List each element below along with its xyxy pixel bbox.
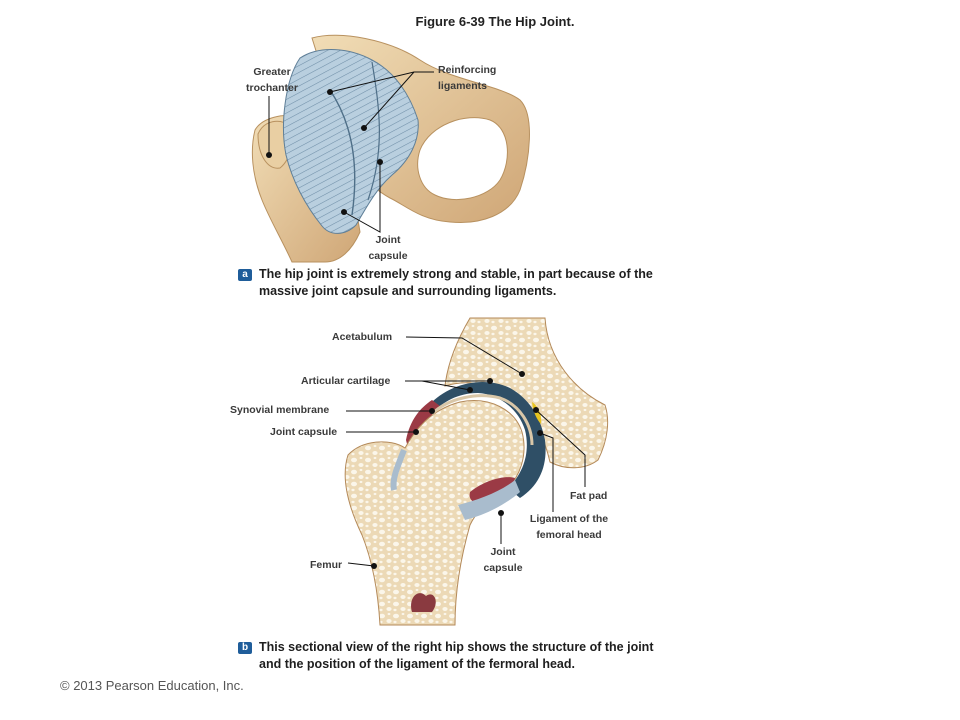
figure-title: Figure 6-39 The Hip Joint. bbox=[415, 14, 575, 29]
panel-b-pointer-dots bbox=[371, 371, 543, 569]
label-femur: Femur bbox=[310, 559, 343, 571]
label-joint-capsule-b-bottom: Joint capsule bbox=[483, 546, 523, 574]
badge-b: b bbox=[238, 642, 252, 654]
caption-a: a The hip joint is extremely strong and … bbox=[238, 266, 653, 298]
label-joint-capsule-a: Joint capsule bbox=[368, 234, 408, 262]
panel-a-illustration bbox=[251, 34, 530, 263]
label-reinforcing-ligaments: Reinforcing ligaments bbox=[438, 64, 497, 92]
label-joint-capsule-b-left: Joint capsule bbox=[270, 426, 338, 438]
panel-b-leaders bbox=[346, 336, 586, 567]
panel-a-leaders bbox=[268, 71, 434, 233]
panel-a-pointer-dots bbox=[266, 89, 383, 215]
label-acetabulum: Acetabulum bbox=[332, 331, 393, 343]
panel-b-illustration bbox=[344, 317, 609, 626]
label-synovial-membrane: Synovial membrane bbox=[230, 404, 330, 416]
badge-a: a bbox=[238, 269, 252, 281]
label-fat-pad: Fat pad bbox=[570, 490, 608, 502]
copyright-notice: © 2013 Pearson Education, Inc. bbox=[60, 678, 244, 693]
caption-a-text: The hip joint is extremely strong and st… bbox=[259, 267, 653, 298]
label-greater-trochanter: Greater trochanter bbox=[246, 66, 298, 94]
caption-b: b This sectional view of the right hip s… bbox=[238, 639, 653, 671]
label-articular-cartilage: Articular cartilage bbox=[301, 375, 391, 387]
caption-b-text: This sectional view of the right hip sho… bbox=[259, 640, 654, 671]
label-ligament-femoral-head: Ligament of the femoral head bbox=[529, 513, 609, 541]
